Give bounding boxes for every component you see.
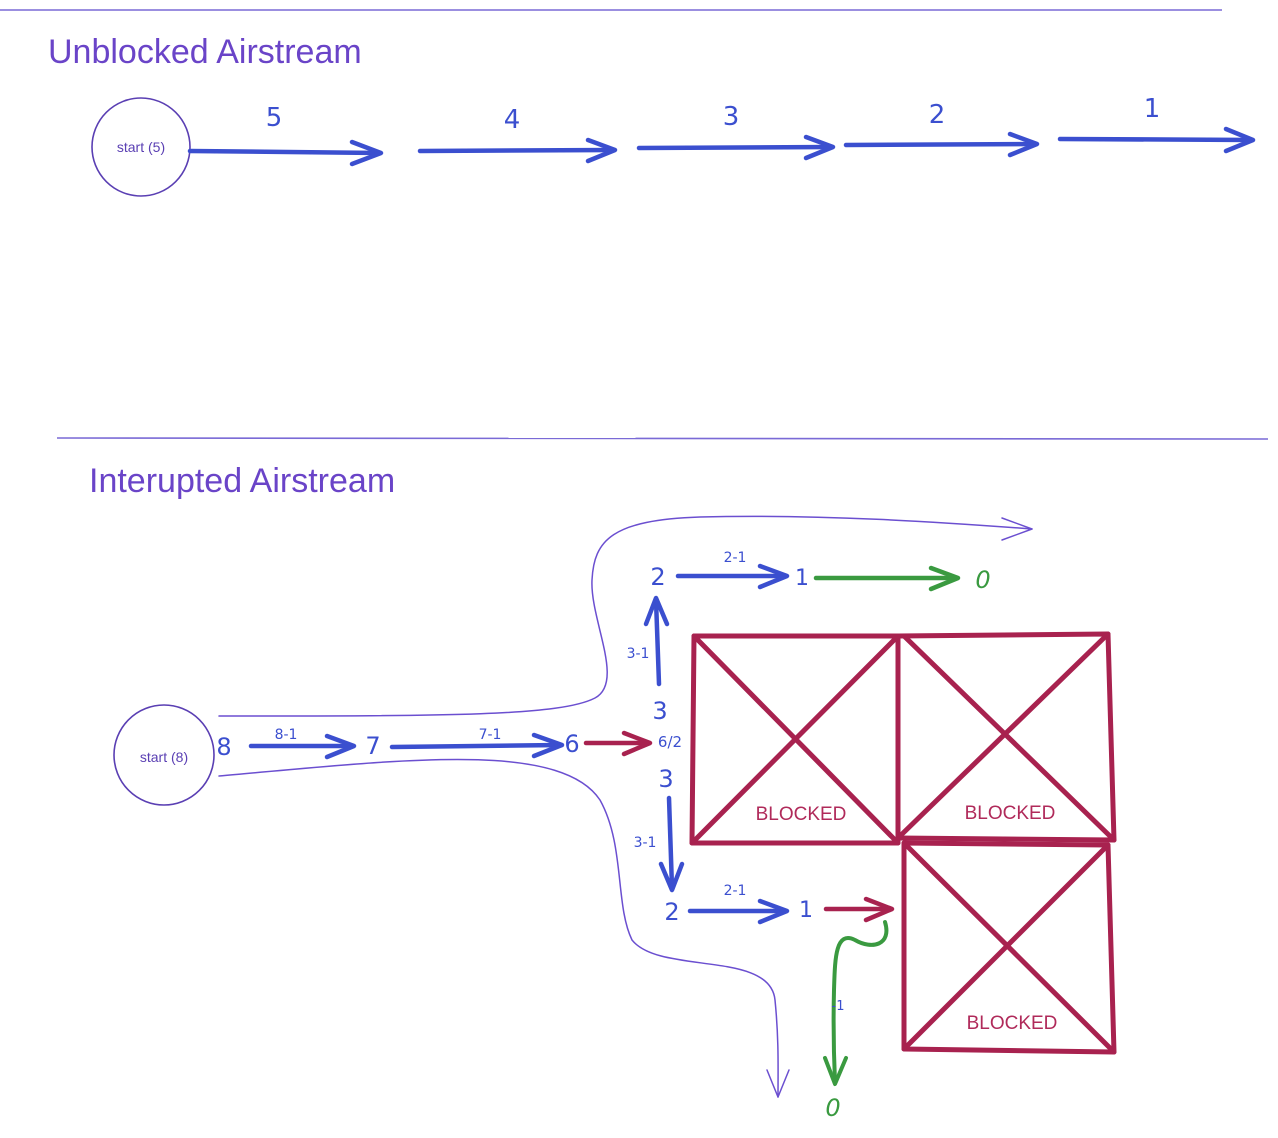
unblocked-arrow-1: [1057, 126, 1256, 154]
middle-divider: [56, 437, 1269, 440]
unblocked-label-1: 1: [1144, 94, 1161, 124]
interrupted-start-node: start (8): [113, 704, 215, 806]
unblocked-start-label: start (5): [117, 139, 165, 155]
edge-label-7-1: 7-1: [479, 727, 502, 743]
value-6-2: 6/2: [658, 733, 682, 751]
edge-label-2-1-top: 2-1: [724, 550, 747, 566]
blocked-label-1: BLOCKED: [756, 804, 847, 825]
value-0-top: 0: [975, 566, 990, 594]
value-6: 6: [564, 730, 579, 758]
unblocked-label-4: 4: [504, 105, 521, 135]
value-2-bottom: 2: [664, 898, 679, 926]
arrow-1-to-0-top: [813, 565, 961, 592]
value-3-bottom: 3: [658, 765, 673, 793]
edge-label-8-1: 8-1: [275, 727, 298, 743]
arrow-2-to-1-bottom: [687, 898, 790, 925]
blocked-box-3: [901, 840, 1117, 1055]
interrupted-section-title: Interupted Airstream: [89, 462, 395, 500]
arrow-2-to-1-top: [675, 563, 790, 590]
blocked-box-2: [895, 631, 1117, 843]
edge-label-3-1-down: 3-1: [634, 835, 657, 851]
airflow-upper-line: [218, 515, 1033, 717]
unblocked-section-title: Unblocked Airstream: [48, 33, 362, 71]
unblocked-label-3: 3: [723, 102, 740, 132]
blocked-label-2: BLOCKED: [965, 803, 1056, 824]
airflow-lower-line: [218, 758, 790, 1098]
edge-label-2-1-bottom: 2-1: [724, 883, 747, 899]
value-0-bottom: 0: [825, 1094, 840, 1122]
arrow-3-down: [658, 795, 685, 893]
value-7: 7: [365, 732, 380, 760]
edge-label-3-1-up: 3-1: [627, 646, 650, 662]
unblocked-arrow-4: [417, 137, 618, 164]
value-3-top: 3: [652, 697, 667, 725]
blocked-label-3: BLOCKED: [967, 1013, 1058, 1034]
value-1-bottom: 1: [799, 898, 813, 923]
interrupted-start-label: start (8): [140, 749, 188, 765]
value-8: 8: [216, 733, 231, 761]
unblocked-arrow-5: [187, 139, 384, 167]
value-1-top: 1: [795, 566, 809, 591]
unblocked-arrow-3: [636, 134, 836, 161]
arrow-8-to-7: [248, 733, 357, 760]
blocked-box-1: [689, 633, 901, 846]
arrow-1-blocked: [823, 896, 895, 923]
edge-label-minus-1: -1: [832, 999, 845, 1014]
arrow-1-to-0-bottom: [823, 920, 889, 1086]
value-2-top: 2: [650, 563, 665, 591]
unblocked-arrow-2: [843, 131, 1040, 158]
unblocked-label-5: 5: [266, 103, 283, 133]
arrow-3-up: [643, 595, 670, 687]
arrow-7-to-6: [389, 732, 565, 759]
unblocked-label-2: 2: [929, 100, 946, 130]
unblocked-start-node: start (5): [91, 97, 191, 197]
arrow-6-blocked: [583, 730, 653, 757]
